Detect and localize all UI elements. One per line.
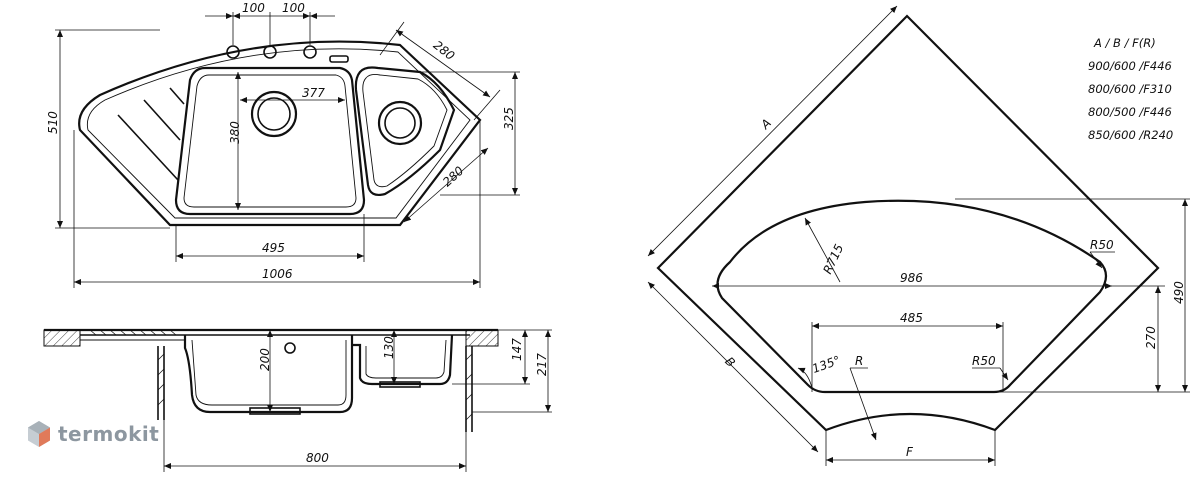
dim-377: 377 <box>302 86 325 100</box>
label-b: B <box>722 354 738 370</box>
sink-outline <box>78 40 482 227</box>
tap-holes <box>226 45 317 59</box>
dim-200: 200 <box>258 348 272 371</box>
dim-217: 217 <box>535 353 549 376</box>
dim-r50-bottom: R50 <box>972 354 996 368</box>
sink-cutout <box>716 199 1108 394</box>
hexagon-icon <box>28 421 50 447</box>
dim-490: 490 <box>1172 281 1186 304</box>
main-bowl <box>174 66 366 216</box>
dim-495: 495 <box>262 241 285 255</box>
label-r: R <box>855 354 863 368</box>
countertop-right <box>465 329 499 347</box>
dim-280-top: 280 <box>431 38 458 63</box>
cabinet-corner-outline <box>656 14 1160 432</box>
top-view: 100 100 280 510 377 380 325 280 495 1006 <box>46 1 520 288</box>
dim-380: 380 <box>228 121 242 144</box>
cutout-dimensions <box>647 5 1190 466</box>
cabinet-walls <box>157 346 473 432</box>
side-dimensions <box>163 329 552 472</box>
small-bowl-profile <box>352 334 454 386</box>
brand-name: termokit <box>58 422 160 446</box>
small-drain <box>377 100 423 146</box>
size-table-row: 850/600 /R240 <box>1088 128 1173 142</box>
size-table-row: 800/500 /F446 <box>1088 105 1172 119</box>
size-table: A / B / F(R) 900/600 /F446 800/600 /F310… <box>1088 36 1173 142</box>
dim-325: 325 <box>502 107 516 130</box>
dim-510: 510 <box>46 111 60 134</box>
drainer-ribs <box>117 87 185 181</box>
dim-130: 130 <box>382 336 396 359</box>
size-table-header: A / B / F(R) <box>1093 36 1156 50</box>
side-view: 200 130 147 217 800 <box>43 328 552 472</box>
dim-135: 135° <box>810 353 842 376</box>
brand-logo: termokit <box>26 420 159 448</box>
main-bowl-profile <box>183 335 354 414</box>
dim-r50-top: R50 <box>1090 238 1114 252</box>
size-table-row: 900/600 /F446 <box>1088 59 1172 73</box>
dim-270: 270 <box>1144 326 1158 349</box>
top-dimensions <box>55 12 520 288</box>
label-a: A <box>758 116 774 132</box>
dim-1006: 1006 <box>262 267 293 281</box>
overflow-slot <box>329 55 349 63</box>
dim-485: 485 <box>900 311 923 325</box>
dim-147: 147 <box>510 338 524 361</box>
dim-800: 800 <box>306 451 329 465</box>
dim-986: 986 <box>900 271 923 285</box>
main-drain <box>250 90 298 138</box>
cutout-view: A B F R715 R50 986 485 135° R R50 490 27… <box>647 5 1190 466</box>
label-f: F <box>906 445 914 459</box>
tap-hole-profile <box>284 342 296 354</box>
dim-100-left: 100 <box>242 1 265 15</box>
countertop-left <box>43 329 81 347</box>
dim-100-right: 100 <box>282 1 305 15</box>
dim-r715: R715 <box>820 242 846 276</box>
size-table-row: 800/600 /F310 <box>1088 82 1172 96</box>
